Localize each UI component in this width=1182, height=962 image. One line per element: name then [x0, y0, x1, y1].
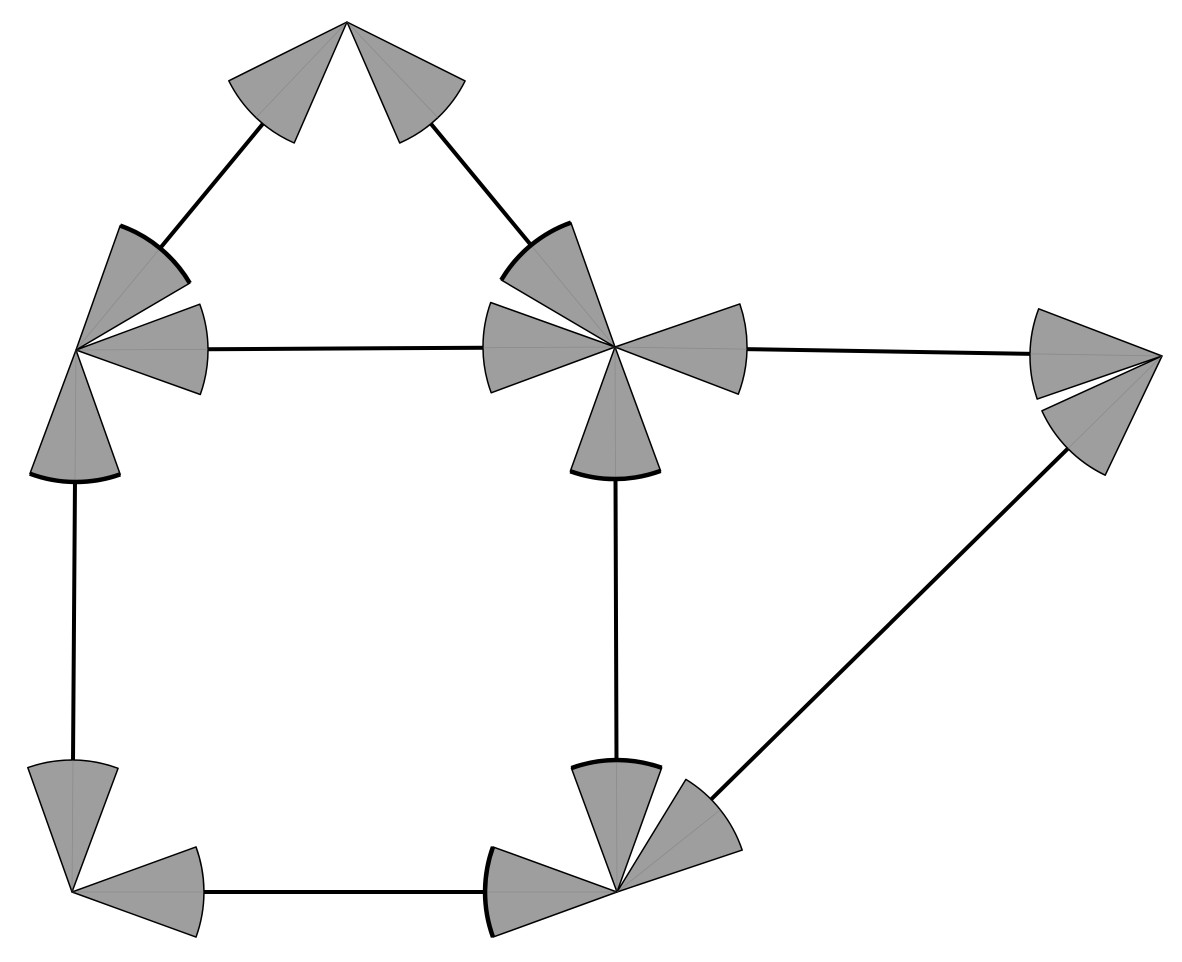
sector-center-toward-left-upper	[482, 301, 616, 394]
sector-left-lower-toward-left-upper	[27, 759, 119, 893]
sector-bisector	[616, 759, 618, 893]
sector-right-toward-center	[1029, 308, 1163, 400]
sector-rim	[29, 471, 121, 485]
sector-wedge	[614, 303, 748, 395]
edge-center-to-center-lower	[613, 475, 619, 764]
edge-center-to-right	[743, 347, 1034, 356]
sector-bisector	[255, 21, 348, 118]
sector-rim	[499, 220, 572, 282]
sector-bisector	[1029, 353, 1163, 357]
sector-center-lower-toward-left-lower	[482, 846, 618, 938]
sector-rim	[482, 846, 496, 938]
sector-rim	[119, 223, 192, 285]
sector-wedge	[616, 778, 743, 893]
sector-wedge	[228, 21, 348, 144]
edge-left-upper-to-center	[204, 345, 487, 352]
sector-bisector	[71, 759, 74, 893]
sector-bisector	[74, 349, 77, 483]
sector-bisector	[482, 346, 616, 349]
sector-center-toward-center-lower	[569, 346, 662, 482]
sector-bisector	[530, 244, 616, 348]
sector-right-toward-center-lower	[1041, 355, 1163, 476]
sector-left-upper-toward-top	[75, 223, 192, 351]
sector-left-upper-toward-left-lower	[29, 349, 121, 485]
sector-left-upper-toward-center	[75, 303, 209, 396]
sector-bisector	[1067, 355, 1163, 449]
sector-center-lower-toward-right	[616, 778, 743, 893]
edge-left-upper-to-left-lower	[71, 478, 77, 764]
edge-top-to-left-upper	[156, 120, 267, 252]
sector-left-lower-toward-center-lower	[71, 846, 205, 938]
sector-bisector	[616, 809, 721, 893]
sector-center-lower-toward-center	[570, 757, 663, 893]
sector-center-toward-right	[614, 303, 748, 395]
sector-top-toward-left-upper	[228, 21, 348, 144]
sector-bisector	[614, 346, 748, 350]
sector-center-toward-top	[499, 220, 616, 348]
sector-wedge	[1029, 308, 1163, 400]
edges	[71, 120, 1072, 894]
edge-right-to-center-lower	[707, 445, 1072, 803]
sector-bisector	[614, 346, 616, 480]
sector-bisector	[75, 348, 209, 351]
sector-rim	[569, 468, 662, 482]
sector-top-toward-center	[346, 21, 466, 144]
edge-top-to-center	[427, 120, 535, 249]
angle-sectors	[27, 21, 1163, 938]
sector-bisector	[75, 247, 161, 351]
sector-rim	[570, 757, 663, 771]
sector-wedge	[27, 759, 119, 893]
sector-bisector	[346, 21, 439, 118]
